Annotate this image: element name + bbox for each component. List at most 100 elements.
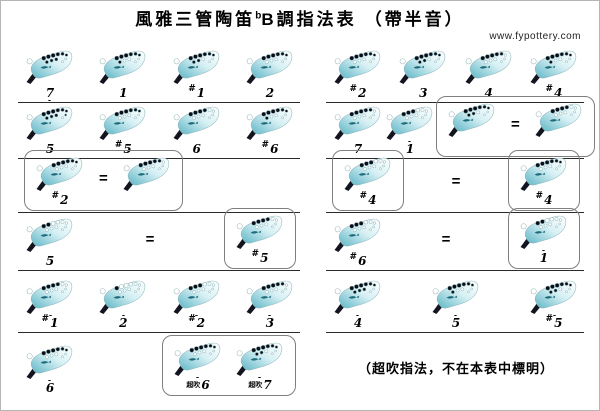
row-block-left: #1 2 #2 3 [18, 275, 300, 333]
note-digit: 2 [265, 86, 275, 100]
ocarina-icon [244, 278, 296, 314]
ocarina-icon [244, 48, 296, 84]
ocarina-icon [533, 101, 585, 137]
octave-dot-above [408, 141, 412, 142]
note-label: 6 [46, 379, 54, 397]
sharp-sign: # [349, 252, 358, 262]
ocarina-icon [528, 48, 580, 84]
ocarina-icon [430, 278, 482, 314]
note-number: #6 [262, 141, 279, 156]
note-label: #6 [262, 140, 279, 158]
note-digit: 6 [201, 378, 210, 392]
note-label: #2 [52, 191, 69, 209]
ocarina-cell: 6 [171, 104, 223, 158]
fingering-row: 5=#5#6=1 [1, 208, 599, 271]
equals-sign: = [451, 173, 461, 190]
alternate-fingering-box: #5 [223, 208, 296, 269]
fingering-row: #2 = #4 = #4 [1, 150, 599, 213]
note-label: 4 [484, 84, 492, 102]
note-digit: 1 [119, 86, 128, 100]
note-label: 2 [119, 314, 128, 332]
note-label: 4 [354, 314, 362, 332]
ocarina-icon [24, 278, 76, 314]
note-digit: 5 [45, 142, 55, 156]
overblow-prefix: 超吹 [248, 382, 263, 389]
note-number: 3 [266, 317, 274, 329]
note-label: #2 [350, 84, 367, 102]
ocarina-cell: 4 [332, 278, 384, 332]
ocarina-cell: 5 [24, 216, 76, 270]
note-digit: 6 [192, 142, 201, 156]
ocarina-icon [463, 48, 515, 84]
note-number: #1 [42, 315, 59, 330]
ocarina-icon [384, 104, 436, 140]
ocarina-icon [446, 101, 498, 137]
note-number: 3 [419, 87, 427, 99]
note-label: 6 [192, 140, 200, 158]
equals-sign: = [511, 116, 520, 133]
alternate-fingering-box: #4 [507, 150, 580, 211]
note-number: #2 [188, 314, 205, 330]
note-digit: 6 [45, 381, 55, 395]
note-label: #1 [42, 314, 59, 332]
note-label: 7 [354, 140, 362, 158]
ocarina-icon [518, 155, 570, 191]
sharp-sign: # [188, 84, 196, 94]
ocarina-cell: #5 [97, 104, 149, 158]
note-label: #6 [350, 252, 367, 270]
octave-dot-above [195, 315, 199, 316]
sharp-sign: # [545, 314, 554, 324]
title-key: B調指法表 [261, 10, 357, 29]
alternate-fingering-box: #4 [332, 150, 404, 211]
ocarina-icon [234, 340, 286, 376]
ocarina-cell: #5 [528, 278, 580, 332]
note-digit: 7 [45, 86, 55, 100]
note-digit: 1 [405, 142, 415, 156]
ocarina-icon [332, 48, 384, 84]
note-number: 5 [46, 143, 54, 155]
note-number: #6 [349, 252, 367, 268]
note-label: 5 [46, 252, 54, 270]
ocarina-icon [332, 216, 384, 252]
ocarina-icon [97, 48, 149, 84]
title-suffix: （帶半音） [364, 10, 465, 29]
sharp-sign: # [188, 314, 196, 324]
octave-dot-above [552, 315, 556, 316]
note-number: 5 [46, 255, 54, 267]
note-label: 5 [452, 314, 460, 332]
note-digit: 6 [270, 142, 279, 156]
note-number: #2 [52, 192, 69, 207]
note-number: 1 [406, 143, 414, 155]
ocarina-cell: #6 [244, 104, 296, 158]
ocarina-cell: 2 [97, 278, 149, 332]
note-digit: 5 [451, 316, 461, 330]
note-number: 2 [119, 317, 127, 329]
row-block-right: 4 5 #5 [326, 275, 584, 333]
equals-sign: = [99, 170, 108, 187]
title-name: 風雅三管陶笛 [135, 10, 256, 29]
note-number: 7 [46, 87, 54, 99]
note-number: 1 [540, 252, 548, 264]
ocarina-icon [24, 216, 76, 252]
ocarina-cell [446, 101, 498, 155]
note-number: 4 [354, 317, 362, 329]
ocarina-icon [244, 104, 296, 140]
note-label: #5 [115, 140, 132, 158]
note-number: 7 [354, 143, 362, 155]
ocarina-icon [332, 278, 384, 314]
note-digit: 3 [419, 86, 428, 100]
note-label: 3 [266, 314, 274, 332]
ocarina-icon [24, 343, 76, 379]
ocarina-icon [97, 104, 149, 140]
note-digit: 7 [353, 142, 363, 156]
ocarina-icon [24, 104, 76, 140]
note-label: 1 [540, 249, 548, 267]
page-title: 風雅三管陶笛bB調指法表（帶半音） [1, 1, 599, 30]
